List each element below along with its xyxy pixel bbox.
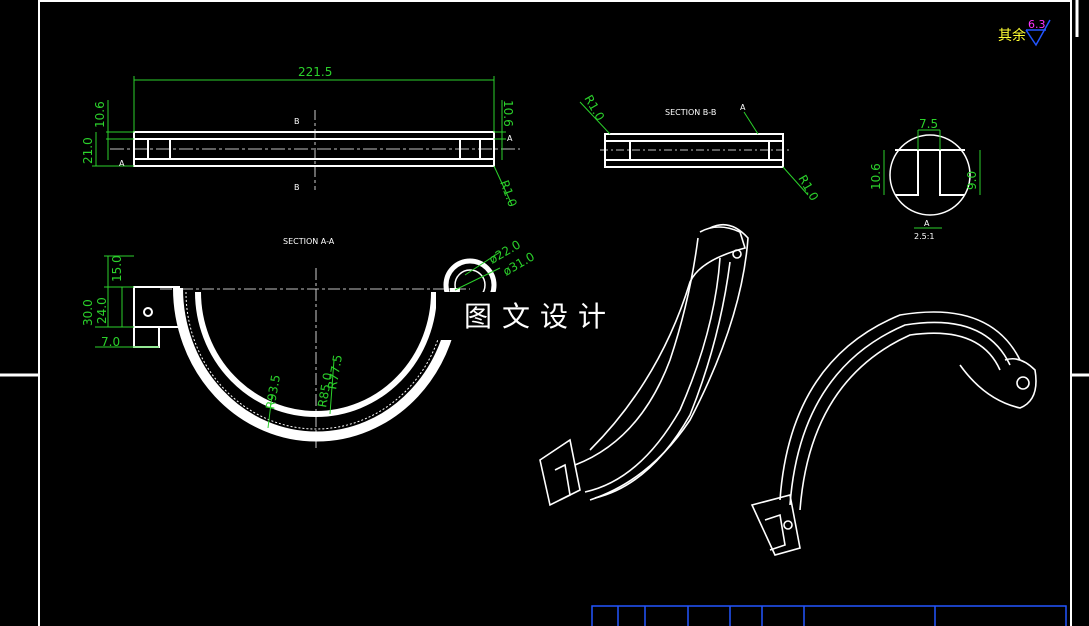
dim-r93: R93.5 — [263, 374, 283, 411]
isometric-view-left — [539, 223, 749, 507]
section-mark-b-top: B — [294, 117, 300, 126]
detail-a-label: A — [924, 219, 930, 228]
dim-r77: R77.5 — [325, 354, 345, 391]
title-block — [591, 605, 1067, 626]
roughness-symbol-icon — [1025, 19, 1051, 47]
detail-a-scale: 2.5:1 — [914, 232, 935, 241]
roughness-note: 其余 6.3 — [998, 18, 1051, 47]
dim-left-height: 10.6 — [93, 101, 107, 128]
detail-a-height-left: 10.6 — [869, 163, 883, 190]
top-view: 221.5 10.6 21.0 10.6 R1.0 B B A A — [81, 65, 520, 209]
dim-right-height: 10.6 — [501, 100, 515, 127]
section-aa-title: SECTION A-A — [283, 237, 335, 246]
section-mark-b-bottom: B — [294, 183, 300, 192]
section-bb-fillet-bottom: R1.0 — [795, 173, 821, 204]
drawing-frame — [38, 0, 1072, 626]
watermark-text: 图文设计 — [464, 300, 616, 333]
dim-15: 15.0 — [110, 255, 124, 282]
roughness-text: 其余 — [998, 27, 1026, 44]
section-bb-title: SECTION B-B — [665, 108, 716, 117]
dim-7: 7.0 — [101, 335, 120, 349]
isometric-view-right — [750, 311, 1037, 556]
detail-a-width: 7.5 — [919, 117, 938, 131]
centering-marks — [0, 0, 1089, 377]
detail-mark-a-left: A — [119, 159, 125, 168]
dim-top-fillet: R1.0 — [497, 178, 520, 209]
dim-30: 30.0 — [81, 299, 95, 326]
dim-r85: R85.0 — [315, 372, 335, 409]
dim-left-total: 21.0 — [81, 137, 95, 164]
section-bb-view: SECTION B-B A R1.0 R1.0 — [579, 93, 821, 204]
watermark: 图文设计 — [436, 292, 648, 340]
dim-overall-length: 221.5 — [298, 65, 332, 79]
dim-24: 24.0 — [95, 297, 109, 324]
roughness-value: 6.3 — [1028, 18, 1046, 31]
section-aa-view: SECTION A-A 15.0 30.0 24.0 7.0 ø22 — [81, 237, 537, 450]
detail-a-height-right: 9.0 — [965, 171, 979, 190]
section-bb-detail-mark: A — [740, 103, 746, 112]
detail-a-view: 7.5 10.6 9.0 A 2.5:1 — [869, 117, 981, 241]
detail-mark-a-right: A — [507, 134, 513, 143]
